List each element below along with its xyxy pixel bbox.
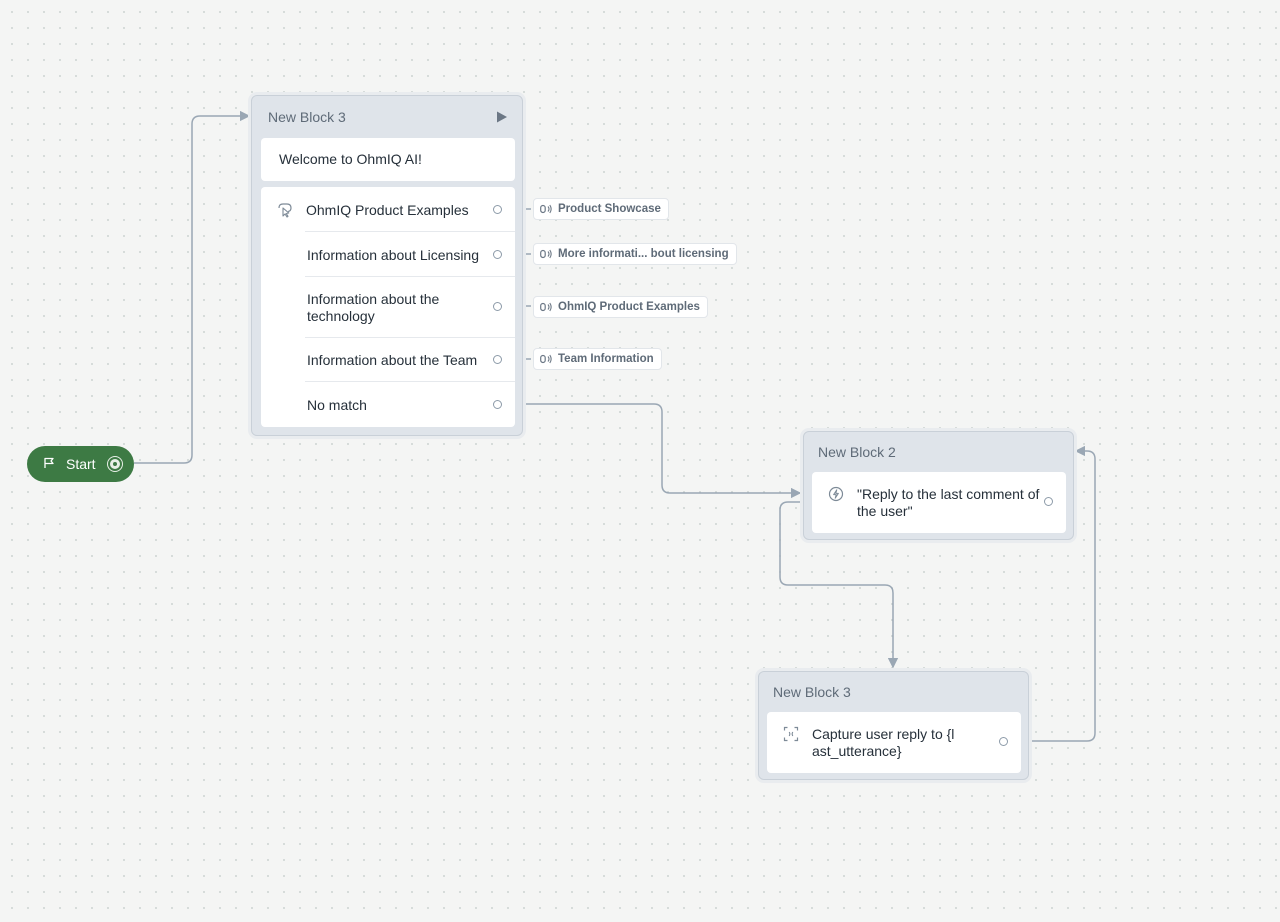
choice-icon (278, 203, 292, 218)
choice-port-nomatch[interactable] (493, 400, 502, 409)
choice-label-1: OhmIQ Product Examples (306, 202, 469, 218)
goto-tag-4[interactable]: Team Information (533, 348, 662, 370)
ai-response-port[interactable] (1044, 497, 1053, 506)
choice-label-2: Information about Licensing (307, 247, 479, 263)
capture-step-card[interactable]: Capture user reply to {last_utterance} (767, 712, 1021, 773)
capture-port[interactable] (999, 737, 1008, 746)
connector-start-to-block3 (134, 110, 251, 464)
goto-label: Product Showcase (558, 203, 661, 215)
goto-intent-icon (540, 354, 552, 364)
flag-icon (44, 457, 54, 468)
block-title: New Block 2 (818, 444, 896, 460)
text-step-card[interactable]: Welcome to OhmIQ AI! (261, 138, 515, 181)
divider (305, 337, 515, 338)
goto-intent-icon (540, 302, 552, 312)
ai-response-icon (828, 486, 844, 502)
ai-response-text: "Reply to the last comment of the user" (857, 486, 1040, 519)
start-node[interactable]: Start (27, 446, 134, 482)
goto-label: More informati... bout licensing (558, 248, 729, 260)
start-label: Start (66, 456, 96, 472)
ai-response-step-card[interactable]: "Reply to the last comment of the user" (812, 472, 1066, 533)
block-new-block-3-main[interactable]: New Block 3 Welcome to OhmIQ AI! OhmIQ P… (251, 95, 523, 436)
block-title: New Block 3 (268, 109, 346, 125)
divider (305, 276, 515, 277)
choice-step-card[interactable]: OhmIQ Product Examples Information about… (261, 187, 515, 427)
goto-tag-3[interactable]: OhmIQ Product Examples (533, 296, 708, 318)
goto-tag-2[interactable]: More informati... bout licensing (533, 243, 737, 265)
goto-label: OhmIQ Product Examples (558, 301, 700, 313)
choice-label-3: Information about the technology (307, 291, 440, 324)
choice-port-1[interactable] (493, 205, 502, 214)
goto-intent-icon (540, 204, 552, 214)
choice-label-4: Information about the Team (307, 352, 478, 368)
goto-tag-1[interactable]: Product Showcase (533, 198, 669, 220)
divider (305, 381, 515, 382)
block-new-block-3-capture[interactable]: New Block 3 Capture user reply to {last_… (758, 671, 1029, 780)
choice-port-3[interactable] (493, 302, 502, 311)
block-title: New Block 3 (773, 684, 851, 700)
choice-port-4[interactable] (493, 355, 502, 364)
connector-nomatch-to-block2 (514, 403, 802, 499)
block-new-block-2[interactable]: New Block 2 "Reply to the last comment o… (803, 431, 1074, 540)
choice-label-nomatch: No match (307, 397, 367, 413)
divider (305, 231, 515, 232)
goto-label: Team Information (558, 353, 654, 365)
play-icon[interactable] (496, 111, 508, 123)
welcome-message: Welcome to OhmIQ AI! (279, 151, 422, 167)
capture-text: Capture user reply to {last_utterance} (812, 726, 955, 759)
choice-port-2[interactable] (493, 250, 502, 259)
start-port[interactable] (108, 457, 122, 471)
goto-intent-icon (540, 249, 552, 259)
capture-icon (783, 726, 799, 742)
